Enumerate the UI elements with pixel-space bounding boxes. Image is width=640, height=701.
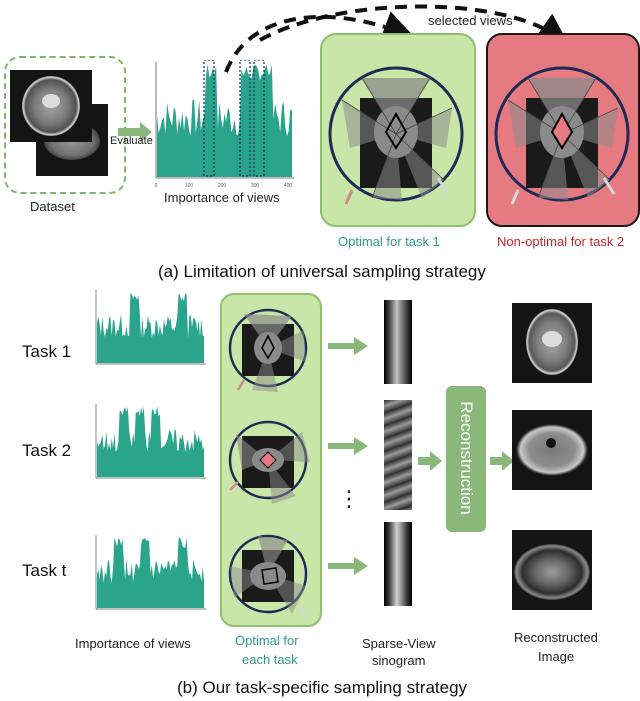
x-tick-200: 200 [218, 183, 227, 189]
importance-label-a: Importance of views [164, 190, 280, 205]
importance-histogram-task2 [95, 404, 206, 479]
sinogram-label-line2: sinogram [372, 653, 426, 668]
task-label-t: Task t [22, 561, 67, 580]
x-tick-0: 0 [155, 183, 158, 189]
arrow-taskt [328, 557, 368, 575]
arrow-to-reconstruction [418, 451, 442, 471]
sinogram-label-line1: Sparse-View [362, 636, 436, 651]
sinogram-task1 [384, 300, 412, 384]
importance-histogram-task1 [95, 290, 206, 365]
dataset-box [4, 56, 126, 194]
optimal-view-geometry [328, 66, 464, 205]
x-tick-400: 400 [284, 183, 293, 189]
taskt-view-geometry [228, 534, 308, 617]
sinogram-task2 [384, 400, 412, 510]
arrow-task1 [328, 337, 368, 355]
selected-views-label: selected views [428, 13, 513, 28]
optimal-each-task-label-line2: each task [242, 652, 298, 667]
non-optimal-view-geometry [494, 66, 630, 205]
reconstructed-image-taskt [512, 530, 592, 610]
dataset-label: Dataset [30, 199, 75, 214]
importance-histogram-a: 0 100 200 300 400 [155, 60, 294, 189]
arrow-from-reconstruction [490, 451, 514, 471]
ellipsis: ⋮ [338, 486, 360, 511]
evaluate-label: Evaluate [110, 135, 153, 147]
importance-histogram-taskt [95, 535, 206, 610]
non-optimal-task2-label: Non-optimal for task 2 [497, 234, 625, 249]
task2-view-geometry [228, 420, 310, 504]
evaluate-arrow [118, 122, 152, 142]
caption-b: (b) Our task-specific sampling strategy [177, 678, 468, 697]
optimal-each-task-label-line1: Optimal for [235, 633, 299, 648]
task1-view-geometry [228, 308, 308, 392]
optimal-task1-label: Optimal for task 1 [338, 234, 440, 249]
importance-label-b: Importance of views [75, 636, 191, 651]
sinogram-taskt [384, 522, 412, 606]
caption-a: (a) Limitation of universal sampling str… [158, 262, 486, 281]
reconstruction-label: Reconstruction [457, 401, 476, 515]
task-label-1: Task 1 [22, 342, 72, 361]
reconstructed-image-task2 [512, 410, 592, 490]
selected-views-arrows [224, 4, 570, 73]
reconstruction-block [446, 386, 486, 532]
reconstructed-image-task1 [512, 303, 592, 383]
x-tick-100: 100 [185, 183, 194, 189]
reconstructed-label-line2: Image [538, 649, 575, 664]
task-label-2: Task 2 [22, 441, 72, 460]
x-tick-300: 300 [251, 183, 260, 189]
dataset-ct-image-front [10, 70, 92, 142]
reconstructed-label-line1: Reconstructed [514, 630, 598, 645]
arrow-task2 [328, 437, 368, 455]
